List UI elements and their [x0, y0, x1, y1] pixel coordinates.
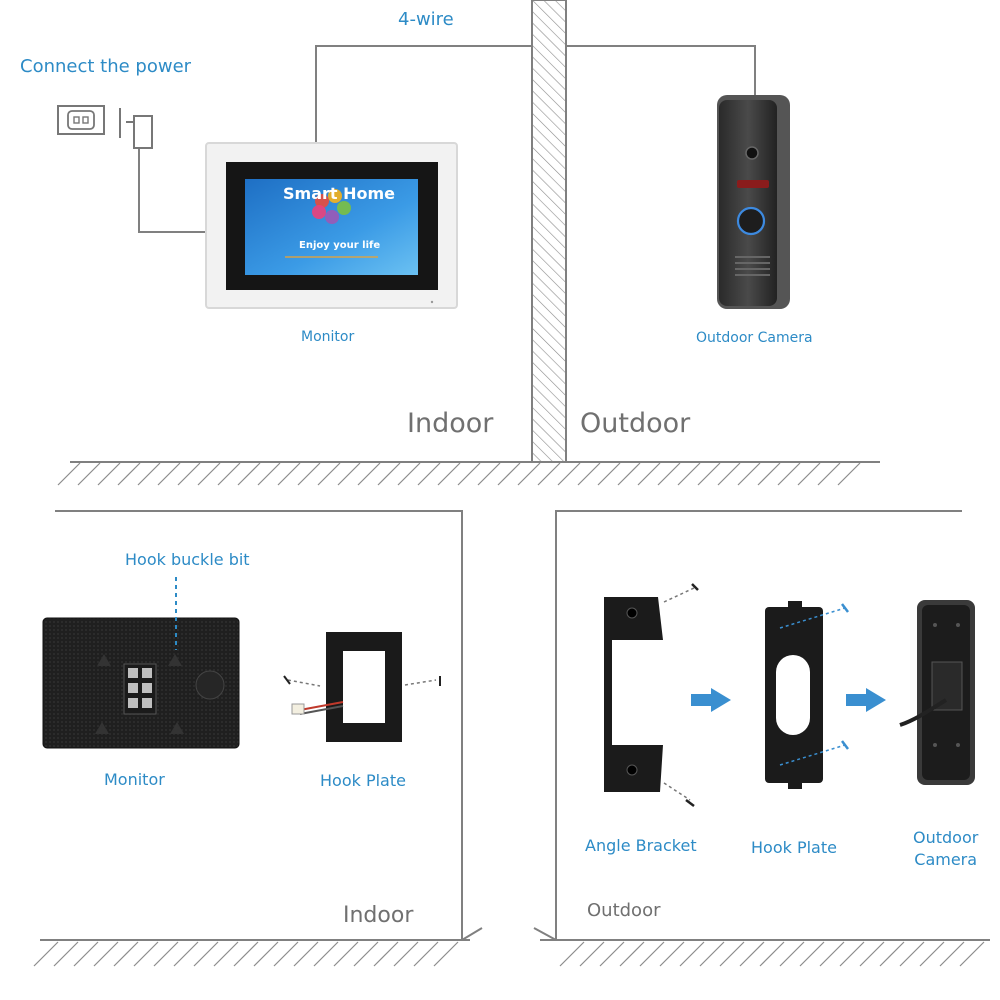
power-plug-icon [119, 108, 153, 149]
hook-plate-indoor-label: Hook Plate [320, 771, 406, 790]
indoor-label: Indoor [407, 408, 494, 439]
outdoor-label: Outdoor [580, 408, 691, 439]
bottom-left-wall [33, 510, 483, 967]
hook-plate-outdoor-label: Hook Plate [751, 838, 837, 857]
screen-title: Smart Home [283, 184, 396, 203]
outdoor-camera-back-label-line2: Camera [914, 850, 978, 869]
hook-plate-indoor [283, 632, 441, 742]
monitor-back-label: Monitor [104, 770, 165, 789]
angle-bracket-label: Angle Bracket [585, 836, 697, 855]
arrow-right-icon [691, 688, 731, 712]
screen-subtitle: Enjoy your life [299, 240, 381, 251]
monitor-back-device [42, 577, 240, 749]
arrow-right-icon [846, 688, 886, 712]
angle-bracket-device [604, 583, 699, 807]
indoor-bottom-label: Indoor [343, 903, 414, 928]
outdoor-camera-label: Outdoor Camera [696, 330, 813, 346]
outdoor-camera-back-label: Outdoor Camera [913, 827, 978, 871]
hook-plate-outdoor [765, 601, 849, 789]
bottom-right-wall [533, 510, 990, 967]
hook-buckle-label: Hook buckle bit [125, 550, 250, 569]
monitor-label: Monitor [301, 329, 355, 345]
outdoor-camera-back-device [899, 600, 975, 785]
power-label: Connect the power [20, 56, 192, 77]
top-wall-diagram [57, 0, 880, 486]
outdoor-camera-back-label-line1: Outdoor [913, 828, 979, 847]
outdoor-camera-device [717, 95, 790, 309]
power-outlet-icon [57, 105, 105, 135]
monitor-device [205, 142, 458, 309]
outdoor-bottom-label: Outdoor [587, 900, 661, 921]
flower-logo-icon [312, 189, 351, 224]
wire-label: 4-wire [398, 9, 454, 30]
